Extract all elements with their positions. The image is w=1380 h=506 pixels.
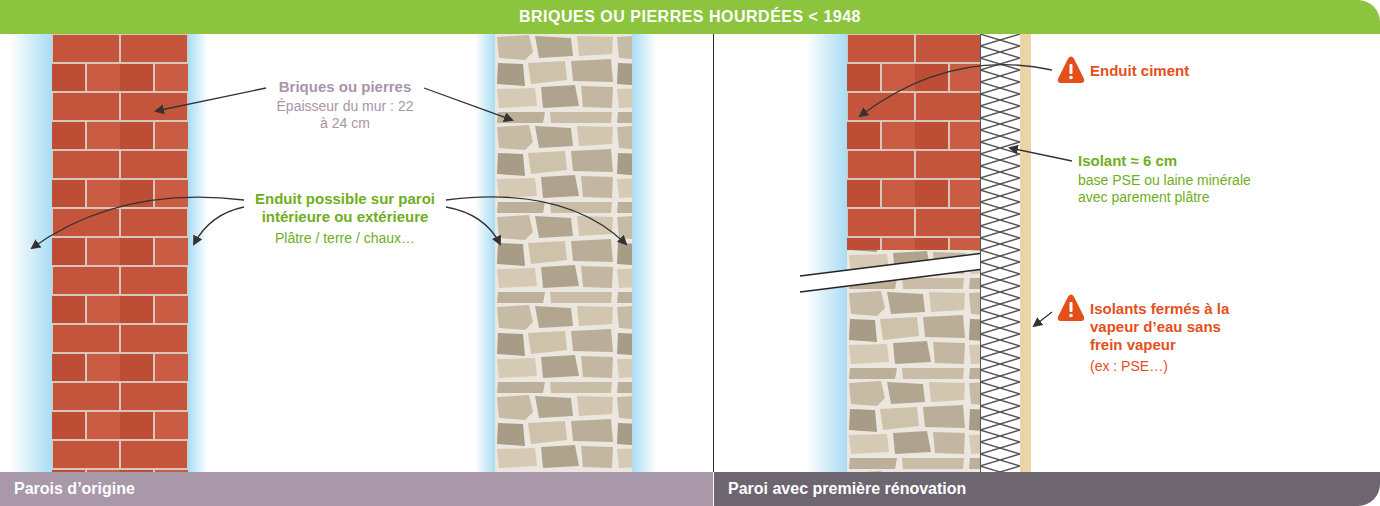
warning-note: (ex : PSE…) <box>1090 358 1290 375</box>
callout-title: Isolant ≈ 6 cm <box>1078 152 1278 170</box>
stone-wall <box>475 34 656 472</box>
brick-wall <box>10 34 208 472</box>
footer-band: Paroi avec première rénovation <box>714 472 1380 506</box>
warning-icon <box>1059 296 1084 321</box>
footer-title: Parois d’origine <box>14 480 135 498</box>
callout-title: Enduit possible sur paroi intérieure ou … <box>225 190 465 226</box>
warning-icon <box>1059 58 1084 83</box>
footer-title: Paroi avec première rénovation <box>728 480 966 498</box>
title-band: BRIQUES OU PIERRES HOURDÉES < 1948 <box>0 0 1380 34</box>
leader-lines <box>32 65 1072 326</box>
callout-note: Plâtre / terre / chaux… <box>225 230 465 247</box>
panel-divider <box>713 34 714 472</box>
renovated-wall <box>800 34 1031 472</box>
warning-label: Enduit ciment <box>1090 62 1290 80</box>
footer-band: Parois d’origine <box>0 472 713 506</box>
callout-note: base PSE ou laine minérale avec parement… <box>1078 172 1253 206</box>
warning-label: Isolants fermés à la vapeur d’eau sans f… <box>1090 300 1242 354</box>
callout-note: Épaisseur du mur : 22 à 24 cm <box>275 98 415 132</box>
callout-title: Briques ou pierres <box>245 78 445 96</box>
title-text: BRIQUES OU PIERRES HOURDÉES < 1948 <box>519 8 861 26</box>
